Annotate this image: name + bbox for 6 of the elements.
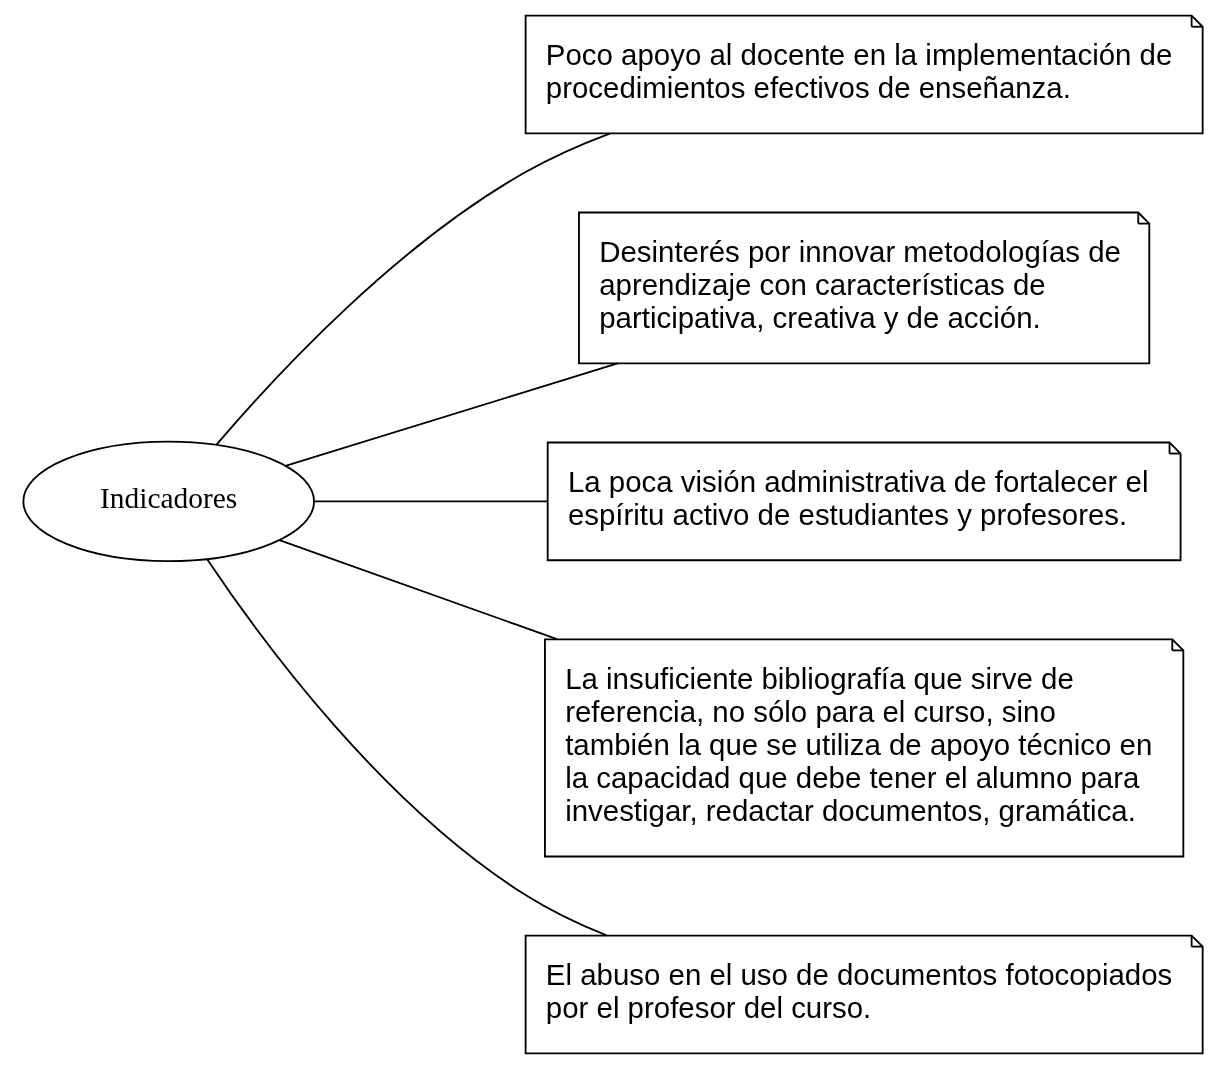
connector [206,558,608,937]
connector [278,539,558,641]
node-ellipse: Indicadores [22,440,315,563]
connector [285,362,619,467]
connector [313,500,549,503]
connector [215,132,611,446]
